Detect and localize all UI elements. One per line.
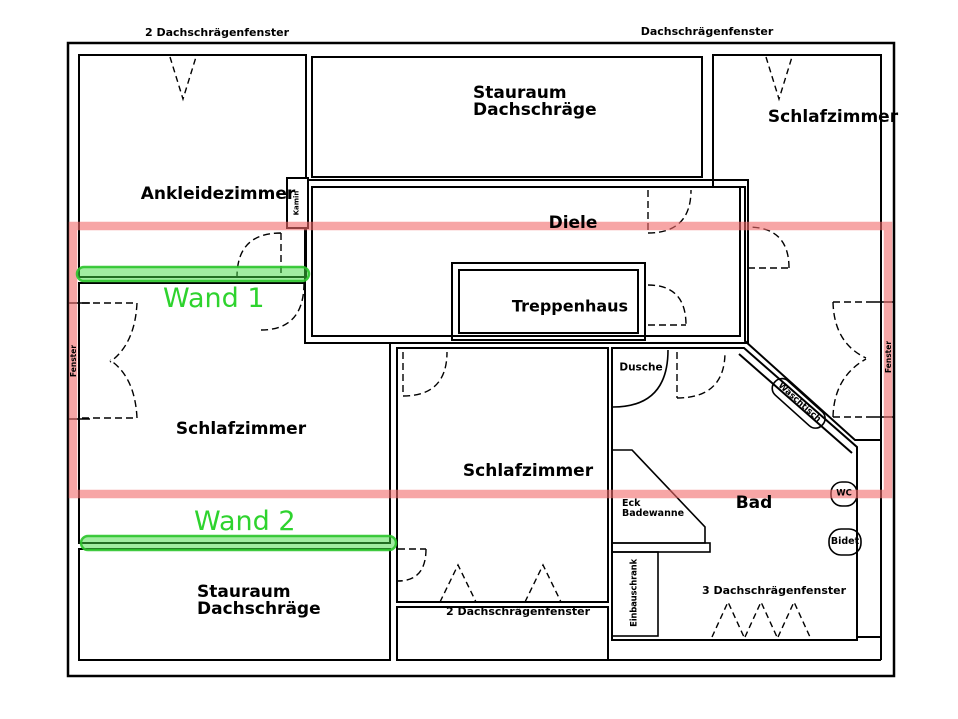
wall-schlafzimmer-left xyxy=(78,282,391,544)
window-swing-right xyxy=(832,301,872,418)
label-windows-bottom-right: 3 Dachschrägenfenster xyxy=(701,584,847,598)
wall-bad-right xyxy=(608,440,882,661)
label-stauraum-bottom: Stauraum Dachschräge xyxy=(197,582,321,620)
label-windows-top-right: Dachschrägenfenster xyxy=(640,25,774,39)
roof-windows xyxy=(169,56,811,638)
door-stauraum-bottom xyxy=(397,548,427,582)
wall-bottom-strip xyxy=(396,606,609,661)
label-bad: Bad xyxy=(735,493,773,514)
label-wand-1: Wand 1 xyxy=(163,283,265,314)
fixtures xyxy=(611,349,862,637)
door-treppenhaus xyxy=(647,284,687,326)
label-schlafzimmer-left: Schlafzimmer xyxy=(175,419,307,440)
wall-schlafzimmer-middle xyxy=(396,347,609,603)
label-diele: Diele xyxy=(548,213,598,234)
label-treppenhaus: Treppenhaus xyxy=(511,296,629,316)
shower-arc xyxy=(612,349,669,408)
bidet-shape xyxy=(828,528,862,556)
roof-window-bottom-2 xyxy=(524,563,562,603)
roof-window-bad-2 xyxy=(744,600,778,638)
corner-bathtub xyxy=(611,449,706,544)
wall-ankleidezimmer xyxy=(78,54,307,278)
label-windows-top-left: 2 Dachschrägenfenster xyxy=(144,26,290,40)
label-stauraum-bottom-line2: Dachschräge xyxy=(197,599,321,620)
wall-stauraum-top xyxy=(311,56,703,178)
builtin-closet-box xyxy=(611,551,659,637)
roof-window-bad-1 xyxy=(711,600,745,638)
roof-window-bad-3 xyxy=(777,600,811,638)
roof-window-top-right xyxy=(765,56,793,102)
washbasin-shape xyxy=(771,377,826,429)
door-schlafzimmer-left xyxy=(260,282,305,331)
roof-window-bottom-1 xyxy=(439,563,477,603)
wall-ticks xyxy=(69,301,893,420)
label-stauraum-top: Stauraum Dachschräge xyxy=(473,83,597,121)
label-schlafzimmer-middle: Schlafzimmer xyxy=(462,461,594,482)
outer-frame xyxy=(66,41,896,678)
label-einbauschrank: Einbauschrank xyxy=(629,559,640,627)
label-stauraum-top-line2: Dachschräge xyxy=(473,100,597,121)
label-stauraum-top-line1: Stauraum xyxy=(473,83,567,103)
bathtub-ledge xyxy=(611,542,711,553)
door-schlafzimmer-middle xyxy=(402,351,448,397)
label-schlafzimmer-top-right: Schlafzimmer xyxy=(767,107,899,128)
window-swing-left xyxy=(82,302,138,419)
red-selection-box xyxy=(68,221,893,499)
door-diele-right xyxy=(747,226,790,269)
label-bidet: Bidet xyxy=(830,536,860,548)
wall-bad-diagonal-inner xyxy=(738,353,853,454)
label-stauraum-bottom-line1: Stauraum xyxy=(197,582,291,602)
wall-treppenhaus-outer xyxy=(451,262,646,341)
label-eck-badewanne-line1: Eck xyxy=(622,498,641,509)
wall-highlights xyxy=(75,265,398,552)
wall-diele-outer xyxy=(304,179,749,344)
label-kamin: Kamin xyxy=(292,190,301,216)
label-fenster-left: Fenster xyxy=(69,344,79,378)
label-dusche: Dusche xyxy=(619,361,663,374)
wall-diele-inner xyxy=(311,186,741,337)
label-wc: WC xyxy=(836,488,852,499)
wand-2-highlight xyxy=(79,534,398,552)
label-ankleidezimmer: Ankleidezimmer xyxy=(140,184,296,205)
walls xyxy=(78,54,882,661)
roof-window-top-left xyxy=(169,56,197,102)
wall-treppenhaus-inner xyxy=(458,269,639,334)
wand-1-highlight xyxy=(75,265,311,283)
label-eck-badewanne-line2: Badewanne xyxy=(622,507,685,519)
label-windows-bottom-middle: 2 Dachschrägenfenster xyxy=(445,605,591,619)
label-wand-2: Wand 2 xyxy=(194,506,296,537)
label-fenster-right: Fenster xyxy=(884,340,894,374)
label-eck-badewanne: Eck Badewanne xyxy=(622,499,684,518)
door-bad xyxy=(676,351,726,399)
